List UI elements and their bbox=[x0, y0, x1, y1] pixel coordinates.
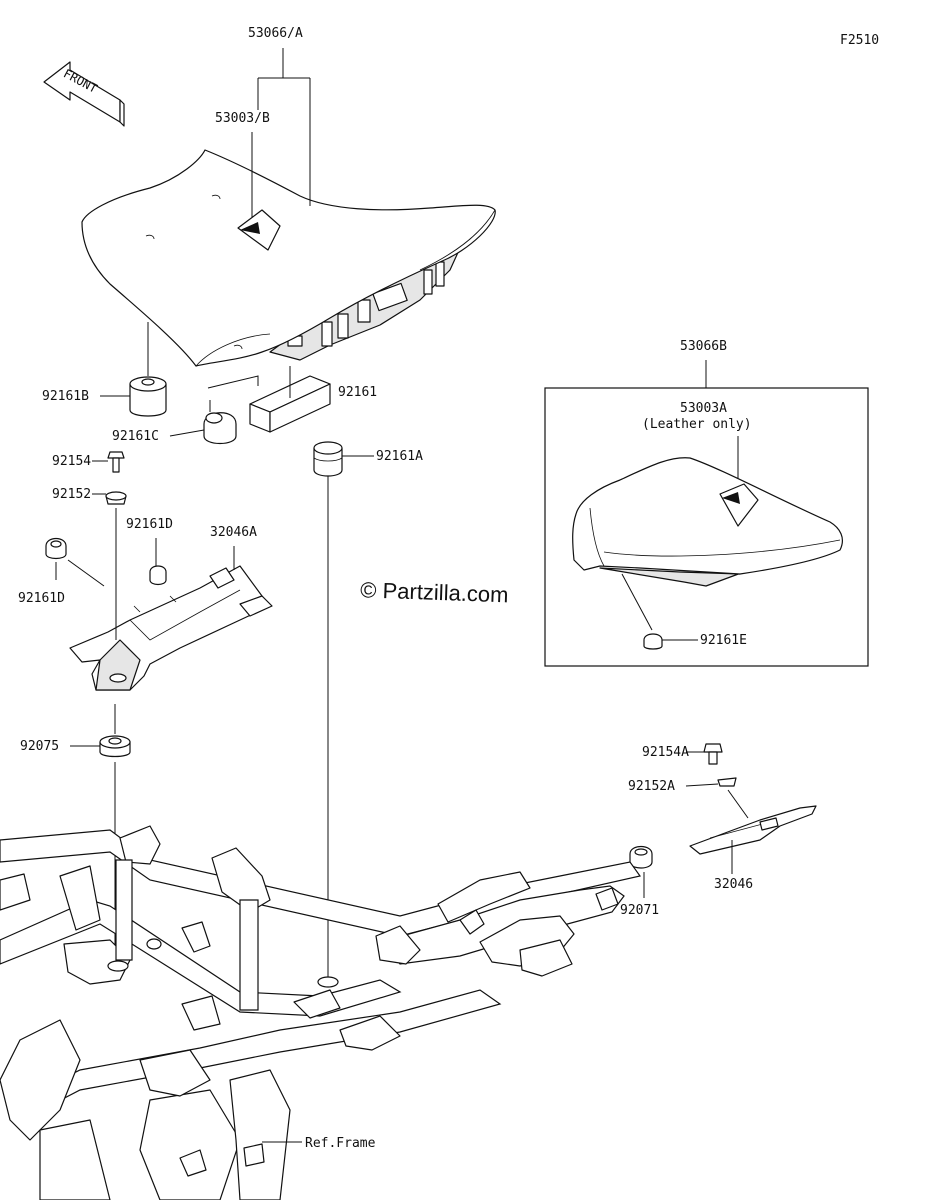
part-92154 bbox=[107, 451, 125, 473]
label-92154: 92154 bbox=[52, 454, 91, 469]
label-53066A: 53066/A bbox=[248, 26, 303, 41]
label-92161D-mid: 92161D bbox=[126, 517, 173, 532]
label-leather-note: (Leather only) bbox=[642, 417, 752, 432]
label-92071: 92071 bbox=[620, 903, 659, 918]
label-ref-frame: Ref.Frame bbox=[305, 1136, 376, 1151]
label-92161C: 92161C bbox=[112, 429, 159, 444]
part-92161B bbox=[129, 376, 167, 417]
front-arrow-icon: FRONT bbox=[43, 61, 125, 127]
part-92071 bbox=[629, 845, 653, 869]
label-53066B: 53066B bbox=[680, 339, 727, 354]
leader-53066A bbox=[257, 48, 311, 206]
label-92075: 92075 bbox=[20, 739, 59, 754]
label-92161E: 92161E bbox=[700, 633, 747, 648]
label-32046A: 32046A bbox=[210, 525, 257, 540]
label-32046: 32046 bbox=[714, 877, 753, 892]
part-92075 bbox=[99, 735, 131, 758]
label-92154A: 92154A bbox=[642, 745, 689, 760]
diagram-code: F2510 bbox=[840, 33, 879, 48]
part-92154A bbox=[703, 743, 723, 765]
rider-seat bbox=[81, 149, 496, 367]
label-92161D-left: 92161D bbox=[18, 591, 65, 606]
part-92161D-left bbox=[45, 537, 67, 560]
part-92161E bbox=[643, 633, 663, 650]
frame bbox=[0, 825, 642, 1200]
label-92161B: 92161B bbox=[42, 389, 89, 404]
part-92152A bbox=[717, 777, 737, 787]
part-92161C bbox=[203, 412, 237, 445]
label-92152: 92152 bbox=[52, 487, 91, 502]
watermark: © Partzilla.com bbox=[360, 577, 509, 607]
passenger-seat bbox=[572, 457, 843, 587]
part-32046A bbox=[69, 565, 273, 691]
label-92152A: 92152A bbox=[628, 779, 675, 794]
label-53003B: 53003/B bbox=[215, 111, 270, 126]
part-92161A bbox=[313, 441, 343, 477]
label-53003A: 53003A bbox=[680, 401, 727, 416]
label-92161: 92161 bbox=[338, 385, 377, 400]
part-92152 bbox=[105, 491, 127, 505]
part-32046 bbox=[689, 805, 817, 855]
label-92161A: 92161A bbox=[376, 449, 423, 464]
part-92161D-mid bbox=[149, 565, 167, 586]
